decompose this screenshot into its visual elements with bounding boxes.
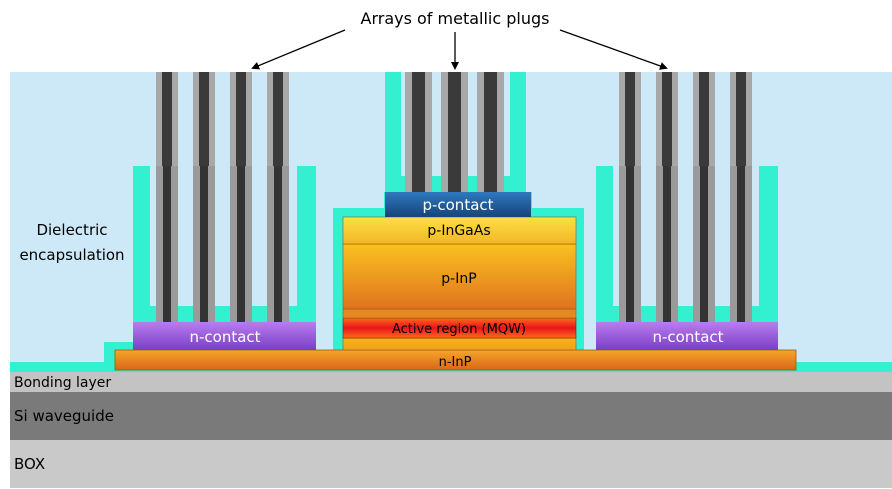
n-contact-left	[133, 322, 316, 350]
n-inp-label: n-InP	[439, 355, 472, 370]
mesa-lower-inp	[342, 337, 577, 351]
si-waveguide-layer	[10, 392, 892, 440]
p-ingaas-layer	[342, 216, 577, 245]
box-label: BOX	[14, 455, 45, 473]
n-contact-right-label: n-contact	[652, 328, 723, 346]
p-inp-layer	[342, 243, 577, 310]
p-contact	[385, 192, 531, 217]
p-ingaas-label: p-InGaAs	[427, 223, 490, 239]
n-contact-right	[596, 322, 778, 350]
arrow-right	[559, 29, 668, 70]
arrow-left	[251, 29, 346, 70]
bonding-layer	[10, 371, 892, 392]
si-waveguide-label: Si waveguide	[14, 407, 114, 425]
n-contact-left-label: n-contact	[189, 328, 260, 346]
plug-array-right	[619, 72, 752, 322]
active-region-label: Active region (MQW)	[392, 322, 526, 337]
plug-array-center	[405, 72, 504, 192]
metal-plug-core	[448, 72, 461, 192]
plug-array-left	[156, 72, 289, 322]
bonding-layer-label: Bonding layer	[14, 375, 111, 391]
p-inp-label: p-InP	[441, 271, 476, 287]
p-contact-label: p-contact	[422, 196, 493, 214]
plugs-label: Arrays of metallic plugs	[361, 9, 550, 28]
dielectric-label-line1: Dielectric	[36, 221, 107, 239]
metal-plug-core	[484, 72, 497, 192]
box-layer	[10, 440, 892, 488]
p-inp-upper-sliver	[342, 308, 577, 319]
metal-plug-core	[412, 72, 425, 192]
dielectric-label-line2: encapsulation	[19, 246, 124, 264]
